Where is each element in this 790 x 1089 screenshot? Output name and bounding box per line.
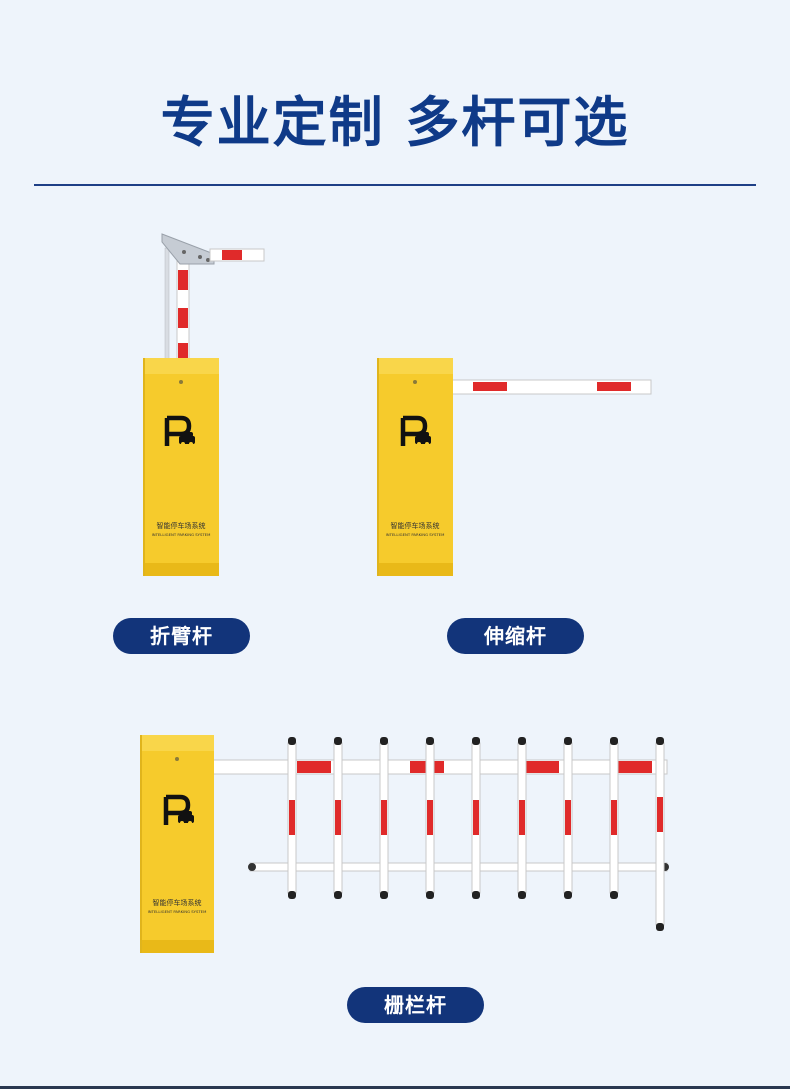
fence-barrier-image: 智能停车场系统 INTELLIGENT PARKING SYSTEM (140, 735, 670, 955)
product-label-folding-arm: 折臂杆 (113, 618, 250, 654)
parking-car-icon (164, 415, 195, 446)
telescopic-barrier-image: 智能停车场系统 INTELLIGENT PARKING SYSTEM (377, 358, 657, 576)
cabinet-logo-en: INTELLIGENT PARKING SYSTEM (152, 532, 211, 537)
parking-car-icon (400, 415, 431, 446)
parking-car-icon (163, 794, 194, 825)
page-title: 专业定制 多杆可选 (160, 91, 630, 154)
folding-arm-barrier-image (140, 228, 280, 578)
cabinet-logo-en: INTELLIGENT PARKING SYSTEM (148, 909, 207, 914)
title-divider (34, 184, 756, 186)
cabinet-logo-cn: 智能停车场系统 (391, 521, 440, 530)
cabinet-logo-en: INTELLIGENT PARKING SYSTEM (386, 532, 445, 537)
product-label-fence: 栅栏杆 (347, 987, 484, 1023)
cabinet-logo-cn: 智能停车场系统 (153, 898, 202, 907)
cabinet-logo-cn: 智能停车场系统 (157, 521, 206, 530)
bottom-border (0, 1086, 790, 1089)
product-label-telescopic: 伸缩杆 (447, 618, 584, 654)
folding-arm-cabinet: 智能停车场系统 INTELLIGENT PARKING SYSTEM (143, 358, 219, 576)
